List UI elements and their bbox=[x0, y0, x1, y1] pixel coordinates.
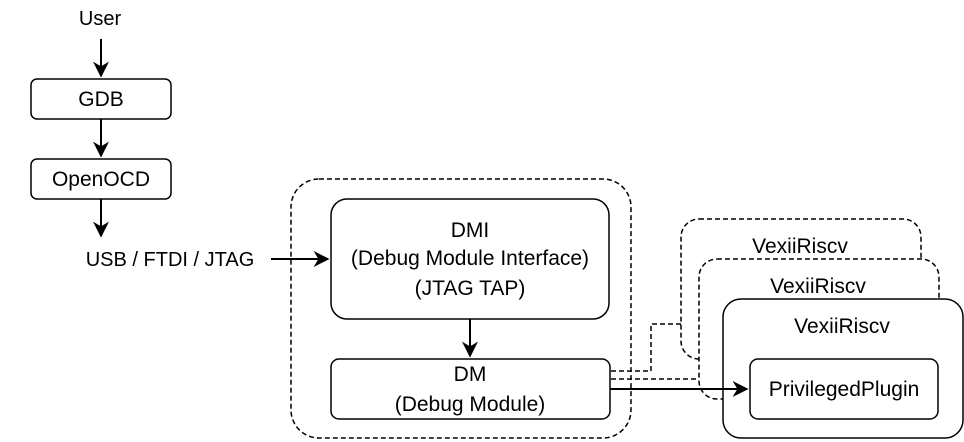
debug-group-container bbox=[290, 178, 632, 439]
gdb-label: GDB bbox=[78, 88, 124, 111]
dmi-tap-label: (JTAG TAP) bbox=[415, 277, 526, 300]
user-label: User bbox=[79, 8, 122, 30]
dm-subtitle: (Debug Module) bbox=[395, 393, 546, 416]
dm-to-core-back-link bbox=[611, 323, 681, 372]
core-middle-label: VexiiRiscv bbox=[770, 275, 866, 298]
plugin-box bbox=[749, 358, 939, 420]
plugin-label: PrivilegedPlugin bbox=[769, 378, 920, 401]
dm-title: DM bbox=[454, 363, 487, 386]
transport-label: USB / FTDI / JTAG bbox=[86, 249, 255, 271]
openocd-label: OpenOCD bbox=[52, 168, 150, 191]
core-back-label: VexiiRiscv bbox=[752, 235, 848, 258]
dmi-title: DMI bbox=[451, 219, 490, 242]
core-front-label: VexiiRiscv bbox=[794, 315, 890, 338]
dmi-subtitle: (Debug Module Interface) bbox=[351, 247, 589, 270]
